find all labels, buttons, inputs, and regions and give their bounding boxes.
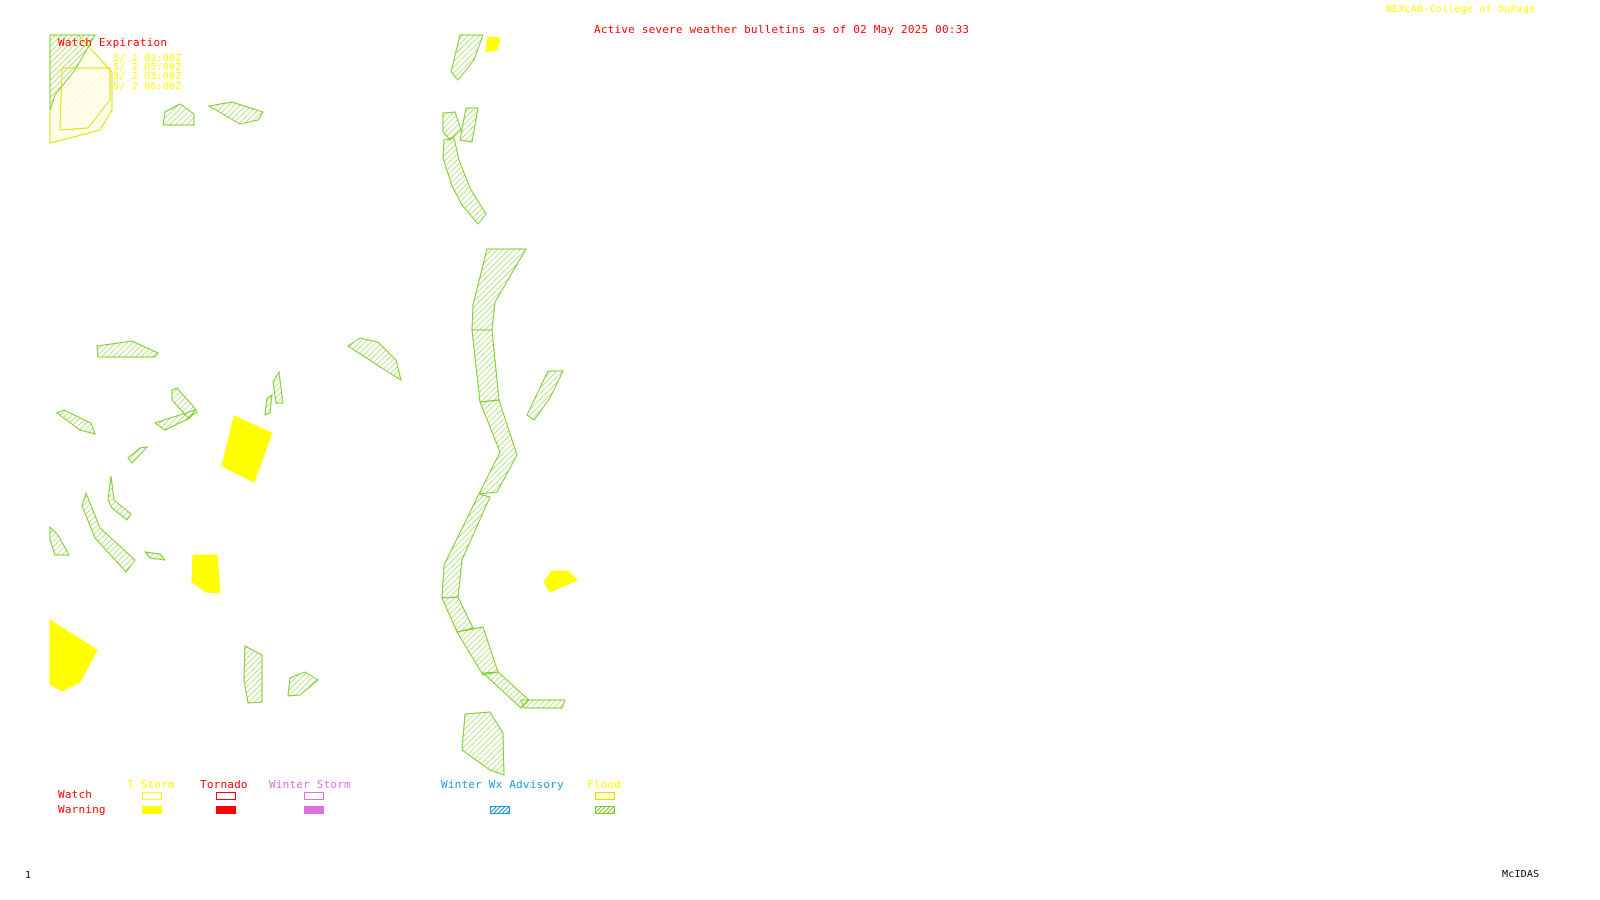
flood-polygon (459, 107, 479, 143)
flood-polygon (127, 446, 149, 464)
flood-polygon (81, 491, 136, 573)
legend-swatch-tornado-watch (216, 792, 236, 800)
flood-polygon (243, 645, 263, 704)
flood-polygon (471, 248, 527, 331)
legend-swatch-flood-watch (595, 792, 615, 800)
legend-swatch-tornado-warning (216, 806, 236, 814)
flood-polygon (107, 475, 132, 521)
watch-expiration-label: Watch Expiration (58, 36, 168, 49)
tstorm-polygon (485, 36, 501, 53)
flood-polygon (96, 340, 159, 358)
legend-column-winter-storm: Winter Storm (269, 778, 351, 791)
frame-number: 1 (25, 870, 32, 881)
legend-swatch-tstorm-warning (142, 806, 162, 814)
flood-polygon (526, 370, 564, 421)
flood-polygon (456, 626, 499, 676)
legend-row-warning: Warning (58, 803, 106, 816)
flood-polygon (450, 34, 484, 81)
flood-polygon (442, 137, 487, 225)
legend-row-watch: Watch (58, 788, 93, 801)
legend-swatch-winter-advisory-warning (490, 806, 510, 814)
flood-polygon (478, 399, 518, 495)
flood-polygon (264, 394, 273, 416)
page-title: Active severe weather bulletins as of 02… (594, 23, 970, 36)
tstorm-warning-polygons (49, 36, 578, 692)
flood-polygon (143, 551, 167, 561)
flood-polygon (56, 409, 96, 435)
flood-polygon (347, 337, 402, 382)
software-label: McIDAS (1502, 869, 1540, 880)
credit-label: NEXLAB-College of DuPage (1386, 4, 1536, 15)
legend-column-tornado: Tornado (200, 778, 248, 791)
flood-polygon (441, 493, 491, 599)
watch-expiration-time: 5/ 2 03:00Z (113, 71, 182, 82)
watch-expiration-time: 5/ 2 05:00Z (113, 62, 182, 73)
legend-column-tstorm: T-Storm (127, 778, 175, 791)
legend-swatch-tstorm-watch (142, 792, 162, 800)
tstorm-polygon (49, 619, 98, 692)
flood-polygon (162, 103, 195, 126)
flood-polygon (287, 671, 319, 697)
legend-swatch-flood-warning (595, 806, 615, 814)
flood-polygon (442, 111, 462, 141)
legend-swatch-winter-storm-watch (304, 792, 324, 800)
watch-area-northwest (49, 34, 113, 144)
tstorm-polygon (543, 570, 578, 593)
flood-polygon (441, 596, 474, 633)
flood-polygon (153, 409, 197, 431)
legend-swatch-winter-storm-warning (304, 806, 324, 814)
flood-polygon (461, 711, 505, 776)
flood-warning-polygons (49, 34, 566, 776)
watch-expiration-time: 5/ 2 03:00Z (113, 53, 182, 64)
flood-polygon (471, 329, 500, 403)
legend-column-winter-advisory: Winter Wx Advisory (441, 778, 564, 791)
flood-polygon (272, 370, 284, 404)
flood-polygon (171, 387, 198, 419)
tstorm-polygon (191, 554, 221, 594)
watch-expiration-time: 5/ 2 06:00Z (113, 81, 182, 92)
tstorm-polygon (221, 415, 273, 483)
legend-column-flood: Flood (587, 778, 622, 791)
flood-polygon (207, 101, 264, 125)
flood-polygon (49, 525, 70, 556)
flood-polygon (520, 699, 566, 709)
